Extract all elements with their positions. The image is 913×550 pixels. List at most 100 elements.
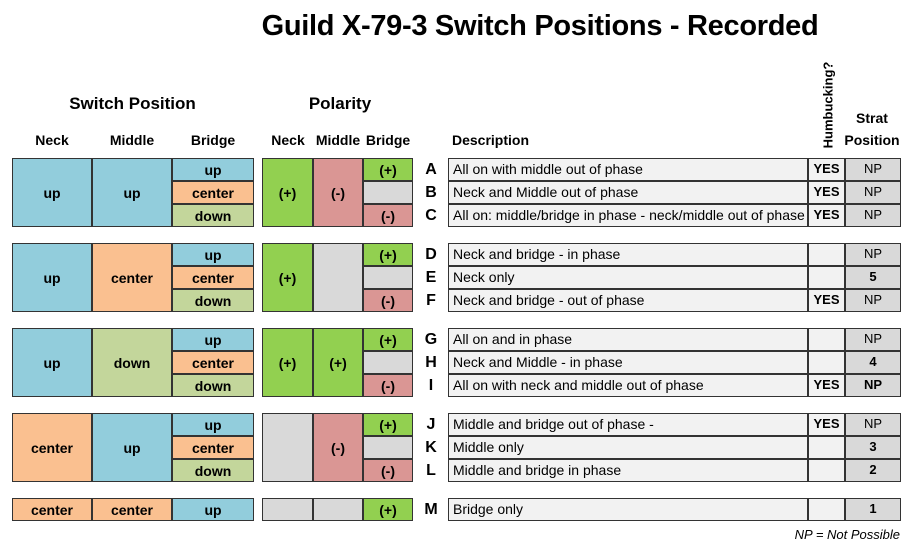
- strat-header-line2: Position: [844, 132, 900, 148]
- polarity-neck-cell: [262, 498, 313, 521]
- description-cell: Middle and bridge in phase: [448, 459, 808, 482]
- polarity-neck-cell: [262, 413, 313, 482]
- polarity-bridge-cell: (+): [363, 328, 413, 351]
- position-letter: F: [426, 292, 436, 309]
- description-cell: Middle only: [448, 436, 808, 459]
- switch-middle-cell: down: [92, 328, 172, 397]
- strat-position-cell: NP: [845, 328, 901, 351]
- switch-middle-cell: center: [92, 243, 172, 312]
- polarity-middle-cell: (+): [313, 328, 363, 397]
- polarity-bridge-header: Bridge: [365, 132, 411, 148]
- footnote: NP = Not Possible: [794, 527, 900, 542]
- position-letter: D: [425, 246, 437, 263]
- polarity-middle-header: Middle: [315, 132, 361, 148]
- humbucking-cell: YES: [808, 413, 845, 436]
- position-letter: I: [428, 377, 434, 394]
- switch-bridge-cell: center: [172, 266, 254, 289]
- humbucking-cell: [808, 498, 845, 521]
- position-letter: K: [425, 439, 437, 456]
- polarity-bridge-cell: (-): [363, 204, 413, 227]
- humbucking-cell: YES: [808, 204, 845, 227]
- switch-neck-cell: center: [12, 498, 92, 521]
- humbucking-cell: [808, 459, 845, 482]
- strat-position-cell: NP: [845, 374, 901, 397]
- polarity-heading: Polarity: [308, 94, 372, 113]
- strat-position-cell: 2: [845, 459, 901, 482]
- switch-middle-cell: center: [92, 498, 172, 521]
- strat-position-cell: 3: [845, 436, 901, 459]
- switch-neck-cell: center: [12, 413, 92, 482]
- middle-column-header: Middle: [109, 132, 155, 148]
- polarity-bridge-cell: (+): [363, 413, 413, 436]
- switch-middle-cell: up: [92, 413, 172, 482]
- polarity-neck-cell: (+): [262, 328, 313, 397]
- description-cell: Middle and bridge out of phase -: [448, 413, 808, 436]
- description-cell: Bridge only: [448, 498, 808, 521]
- strat-position-cell: NP: [845, 181, 901, 204]
- humbucking-cell: YES: [808, 374, 845, 397]
- description-cell: Neck and Middle - in phase: [448, 351, 808, 374]
- description-cell: All on and in phase: [448, 328, 808, 351]
- switch-neck-cell: up: [12, 158, 92, 227]
- polarity-bridge-cell: [363, 181, 413, 204]
- switch-bridge-cell: up: [172, 328, 254, 351]
- polarity-bridge-cell: (-): [363, 459, 413, 482]
- switch-bridge-cell: down: [172, 459, 254, 482]
- polarity-bridge-cell: (-): [363, 289, 413, 312]
- position-letter: M: [424, 501, 438, 518]
- position-letter: G: [424, 331, 438, 348]
- strat-position-cell: NP: [845, 204, 901, 227]
- description-cell: All on with middle out of phase: [448, 158, 808, 181]
- description-cell: Neck and Middle out of phase: [448, 181, 808, 204]
- switch-bridge-cell: up: [172, 158, 254, 181]
- humbucking-cell: [808, 266, 845, 289]
- description-cell: All on: middle/bridge in phase - neck/mi…: [448, 204, 808, 227]
- description-cell: All on with neck and middle out of phase: [448, 374, 808, 397]
- switch-bridge-cell: up: [172, 243, 254, 266]
- strat-position-cell: NP: [845, 243, 901, 266]
- position-letter: A: [425, 161, 437, 178]
- polarity-bridge-cell: [363, 351, 413, 374]
- polarity-middle-cell: (-): [313, 158, 363, 227]
- humbucking-cell: YES: [808, 158, 845, 181]
- position-letter: H: [425, 354, 437, 371]
- strat-header-line1: Strat: [856, 110, 888, 126]
- polarity-neck-cell: (+): [262, 158, 313, 227]
- polarity-bridge-cell: [363, 266, 413, 289]
- switch-bridge-cell: center: [172, 436, 254, 459]
- polarity-middle-cell: [313, 498, 363, 521]
- polarity-bridge-cell: (+): [363, 158, 413, 181]
- switch-bridge-cell: down: [172, 374, 254, 397]
- description-cell: Neck and bridge - out of phase: [448, 289, 808, 312]
- neck-column-header: Neck: [35, 132, 69, 148]
- position-letter: B: [425, 184, 437, 201]
- humbucking-header: Humbucking?: [820, 61, 836, 149]
- switch-bridge-cell: center: [172, 181, 254, 204]
- position-letter: C: [425, 207, 437, 224]
- polarity-bridge-cell: (+): [363, 243, 413, 266]
- polarity-bridge-cell: (+): [363, 498, 413, 521]
- page-title: Guild X-79-3 Switch Positions - Recorded: [261, 10, 819, 42]
- description-cell: Neck and bridge - in phase: [448, 243, 808, 266]
- bridge-column-header: Bridge: [190, 132, 236, 148]
- humbucking-cell: [808, 243, 845, 266]
- humbucking-cell: YES: [808, 289, 845, 312]
- switch-position-heading: Switch Position: [69, 94, 196, 113]
- humbucking-cell: [808, 328, 845, 351]
- position-letter: L: [426, 462, 436, 479]
- strat-position-cell: 1: [845, 498, 901, 521]
- strat-position-cell: 5: [845, 266, 901, 289]
- switch-bridge-cell: center: [172, 351, 254, 374]
- polarity-neck-cell: (+): [262, 243, 313, 312]
- description-header: Description: [452, 132, 530, 148]
- polarity-bridge-cell: (-): [363, 374, 413, 397]
- switch-bridge-cell: up: [172, 498, 254, 521]
- humbucking-cell: [808, 351, 845, 374]
- switch-bridge-cell: up: [172, 413, 254, 436]
- humbucking-cell: [808, 436, 845, 459]
- polarity-neck-header: Neck: [271, 132, 305, 148]
- strat-position-cell: 4: [845, 351, 901, 374]
- polarity-middle-cell: (-): [313, 413, 363, 482]
- switch-bridge-cell: down: [172, 289, 254, 312]
- strat-position-cell: NP: [845, 158, 901, 181]
